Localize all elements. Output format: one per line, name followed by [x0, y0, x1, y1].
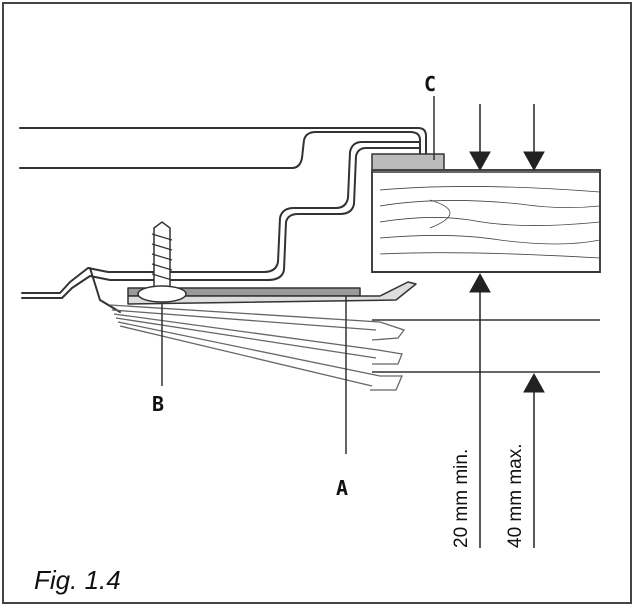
figure-frame	[2, 2, 632, 604]
figure-caption: Fig. 1.4	[34, 565, 121, 595]
reference-lines	[372, 171, 600, 373]
hob-profile	[19, 127, 427, 313]
gasket-c	[371, 153, 445, 171]
dimension-40mm	[523, 104, 545, 548]
label-c: C	[424, 72, 437, 96]
screw-b	[137, 221, 187, 386]
dimension-max-label: 40 mm max.	[505, 443, 526, 548]
label-a: A	[336, 476, 349, 500]
label-b: B	[152, 392, 165, 416]
spring-fingers	[109, 304, 406, 391]
dimension-min-label: 20 mm min.	[451, 448, 472, 548]
worktop	[371, 169, 601, 273]
dimension-20mm	[469, 104, 491, 548]
